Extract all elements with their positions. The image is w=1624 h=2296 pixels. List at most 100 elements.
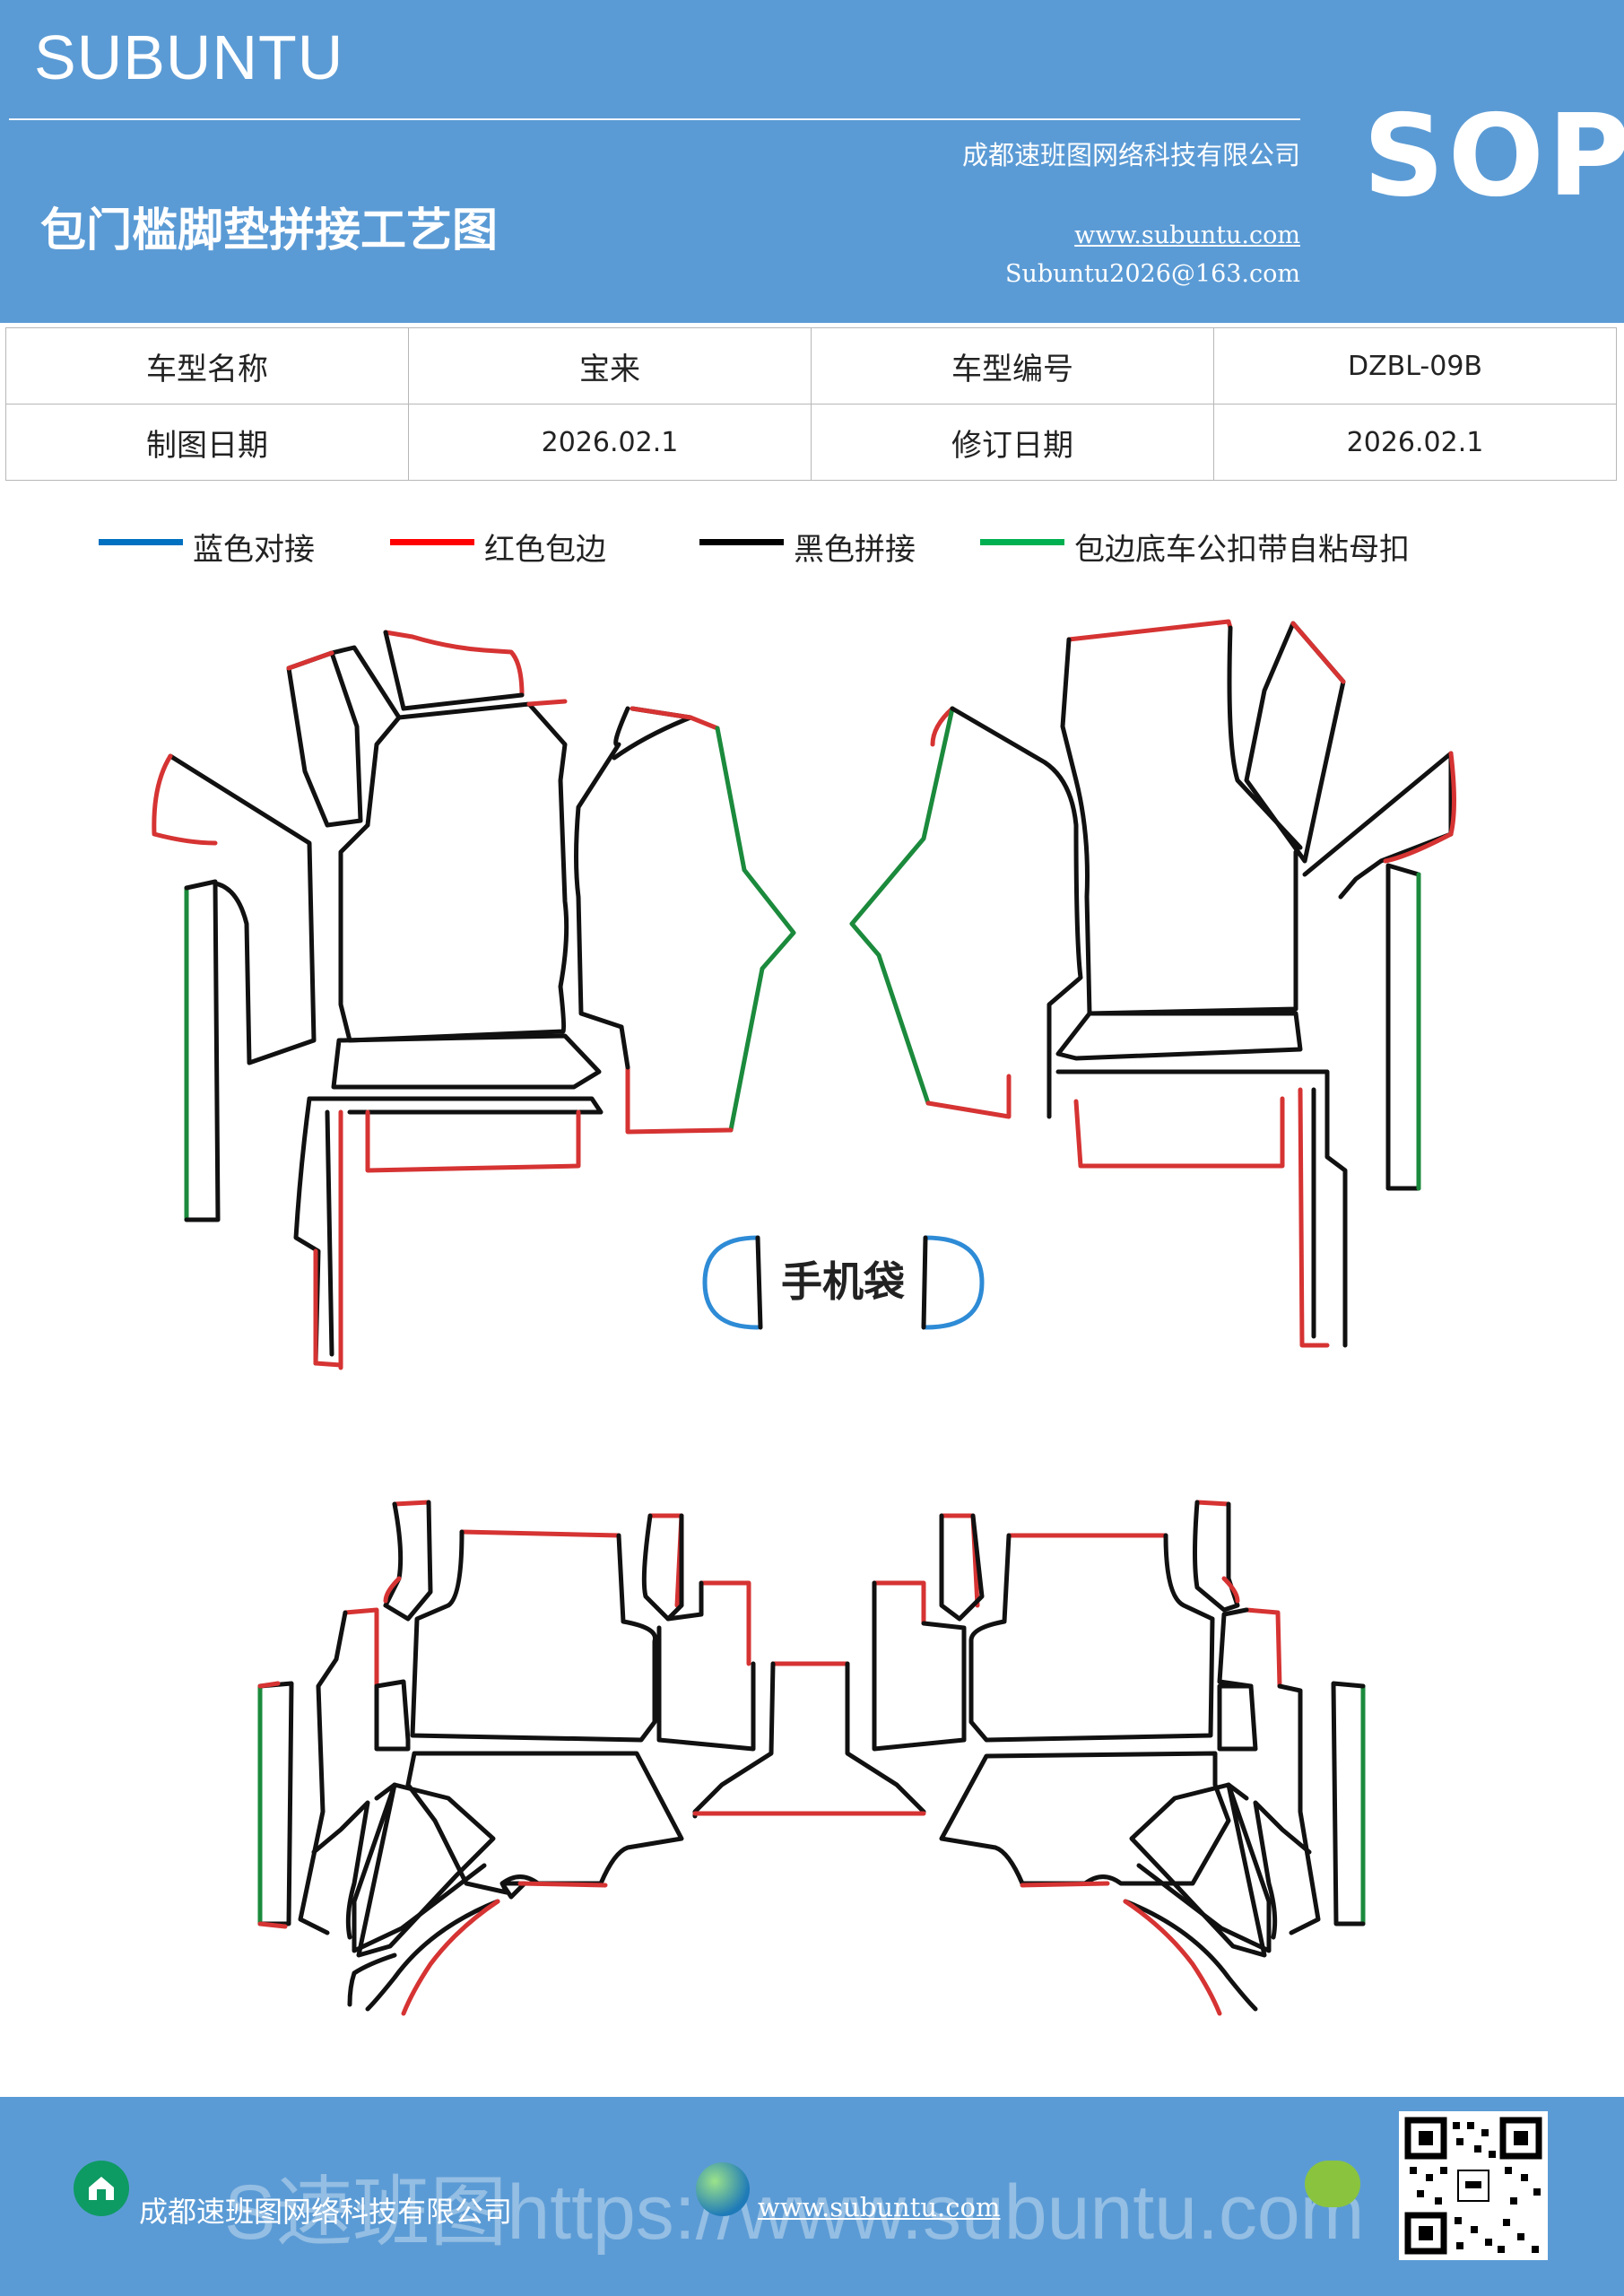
mat-seam-black (656, 1580, 756, 1752)
mat-edge-red (1221, 1576, 1240, 1604)
mat-edge-red (930, 706, 955, 747)
footer-website-link[interactable]: www.subuntu.com (758, 2192, 1001, 2222)
table-cell: 制图日期 (5, 404, 409, 481)
mat-seam-black (1123, 1899, 1258, 2012)
mat-edge-red (1020, 1881, 1110, 1888)
mat-seam-black (574, 706, 630, 1030)
mat-edge-red (1298, 1087, 1330, 1348)
mat-seam-black (1129, 1782, 1267, 1958)
mat-edge-red (1290, 621, 1346, 684)
mat-seam-black (383, 1500, 433, 1622)
mat-seam-black (1055, 1069, 1348, 1348)
mat-edge-red (1383, 751, 1456, 864)
table-cell: 车型编号 (811, 327, 1214, 404)
mat-seam-black (405, 1751, 684, 1900)
phone-pocket-group: 手机袋 (702, 1235, 985, 1330)
header-banner: SUBUNTU 成都速班图网络科技有限公司 包门槛脚垫拼接工艺图 www.sub… (0, 0, 1624, 323)
mat-seam-black (257, 1681, 294, 1926)
website-link[interactable]: www.subuntu.com (1074, 222, 1300, 249)
front-right-mat-group (849, 619, 1456, 1348)
mat-edge-red (383, 1576, 402, 1604)
legend-swatch-green (980, 539, 1064, 545)
mat-seam-black (331, 1033, 602, 1090)
mat-seam-black (410, 1529, 658, 1743)
mat-seam-black (1055, 1011, 1303, 1061)
mat-seam-black (1193, 1500, 1240, 1613)
qr-code-icon[interactable] (1399, 2111, 1548, 2260)
mat-seam-black (1060, 637, 1298, 1016)
front-left-mat-group (152, 630, 796, 1370)
mat-edge-red (647, 1513, 684, 1608)
mat-edge-red (286, 650, 334, 671)
mat-edge-red (383, 630, 525, 698)
mat-edge-red (699, 1580, 751, 1666)
mat-edge-red (1244, 1607, 1282, 1689)
mat-seam-black (352, 1782, 487, 1953)
table-cell: DZBL-09B (1213, 327, 1617, 404)
table-cell: 2026.02.1 (408, 404, 812, 481)
pocket-seam-black (755, 1235, 763, 1330)
legend-swatch-blue (99, 539, 183, 545)
pocket-edge-blue (923, 1235, 985, 1330)
phone-pocket-label: 手机袋 (781, 1257, 905, 1306)
table-cell: 宝来 (408, 327, 812, 404)
mat-seam-black (939, 1513, 985, 1622)
mat-edge-red (526, 699, 568, 707)
mat-edge-red (1194, 1500, 1231, 1507)
mat-seam-black (383, 630, 525, 711)
mat-seam-black (168, 753, 317, 1065)
table-cell: 车型名称 (5, 327, 409, 404)
sop-badge: SOP (1363, 90, 1624, 222)
color-legend: 蓝色对接 红色包边 黑色拼接 包边底车公扣带自粘母扣 (0, 525, 1624, 570)
mat-seam-black (1244, 621, 1346, 864)
mat-edge-red (1073, 1096, 1285, 1169)
mat-edge-red (365, 1109, 581, 1173)
mat-seam-black (968, 1533, 1215, 1743)
mat-edge-red (392, 1500, 431, 1507)
mat-seam-black (939, 1751, 1231, 1886)
mat-edge-red (625, 1065, 734, 1135)
mat-seam-black (311, 1800, 370, 1940)
globe-icon (696, 2162, 750, 2216)
mat-seam-black (307, 1096, 604, 1115)
mat-edge-red (630, 706, 720, 731)
rear-right-mat-group (872, 1500, 1366, 2016)
mat-seam-black (641, 1513, 684, 1622)
mat-seam-black (329, 645, 402, 828)
mat-seam-black (872, 1580, 967, 1752)
document-title: 包门槛脚垫拼接工艺图 (40, 204, 499, 257)
mat-seam-black (365, 1899, 500, 2012)
legend-label: 包边底车公扣带自粘母扣 (1074, 532, 1410, 568)
mat-seam-black (286, 650, 363, 828)
header-divider (9, 118, 1300, 120)
legend-label: 蓝色对接 (193, 532, 315, 568)
legend-label: 黑色拼接 (794, 532, 916, 568)
mat-seam-black (298, 1610, 348, 1935)
mat-seam-black (293, 1096, 321, 1366)
mat-edge-red (401, 1899, 500, 2016)
footer-watermark: S速班图https://www.subuntu.com (224, 2170, 1365, 2256)
mat-edge-green (849, 706, 955, 1106)
mat-seam-black (619, 1024, 630, 1070)
mat-edge-red (459, 1529, 621, 1538)
mat-edge-red (925, 1074, 1012, 1119)
mat-edge-red (1066, 619, 1233, 642)
home-icon (74, 2161, 129, 2216)
mat-seam-black (1385, 863, 1421, 1191)
mat-seam-black (1227, 625, 1303, 850)
footer-banner: S速班图https://www.subuntu.com 成都速班图网络科技有限公… (0, 2097, 1624, 2296)
vehicle-info-table: 车型名称 宝来 车型编号 DZBL-09B 制图日期 2026.02.1 修订日… (5, 327, 1617, 481)
mat-seam-black (1136, 1782, 1272, 1953)
table-cell: 修订日期 (811, 404, 1214, 481)
mat-edge-green (715, 726, 796, 1133)
rear-left-mat-group (257, 1500, 926, 2016)
mat-seam-black (374, 1679, 411, 1752)
wechat-icon (1305, 2161, 1360, 2207)
footer-company-name: 成都速班图网络科技有限公司 (139, 2195, 513, 2229)
mat-seam-black (347, 1952, 397, 2007)
mat-seam-black (338, 701, 569, 1043)
company-name: 成都速班图网络科技有限公司 (961, 140, 1300, 170)
email-address: Subuntu2026@163.com (1005, 260, 1300, 288)
legend-swatch-black (699, 539, 784, 545)
mat-edge-red (872, 1580, 926, 1626)
